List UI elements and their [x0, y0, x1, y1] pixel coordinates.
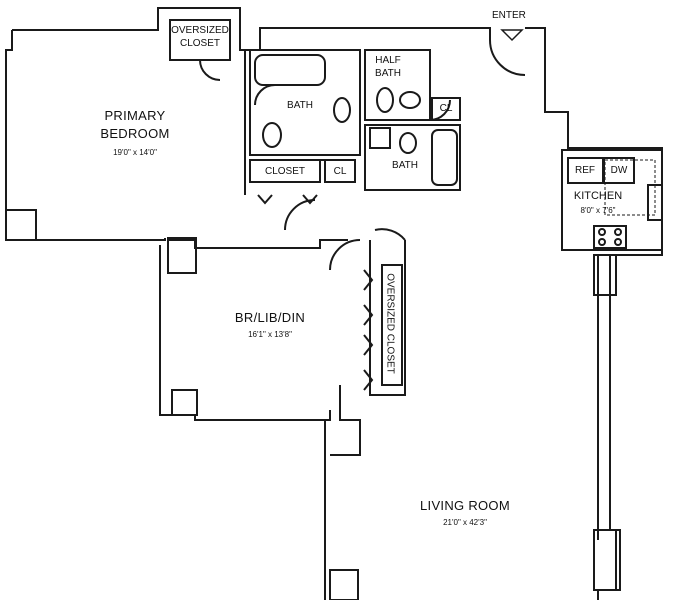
closet-hall-label: CLOSET — [264, 166, 305, 177]
primary-bedroom-label-line1: PRIMARY — [104, 108, 166, 123]
second-bath-box — [365, 125, 460, 190]
half-bath-label-line2: BATH — [375, 68, 401, 79]
kitchen-dims: 8'0" x 7'6" — [580, 206, 616, 215]
column — [168, 238, 196, 273]
kitchen-label: KITCHEN — [573, 190, 623, 202]
closet-door-icon — [303, 195, 317, 203]
half-bath-label-line1: HALF — [375, 55, 401, 66]
cl-half-bath-box — [432, 98, 460, 120]
cl-hall-label: CL — [333, 166, 347, 177]
entry-label: ENTER — [492, 10, 526, 21]
tub-icon — [255, 55, 325, 85]
dw-label: DW — [610, 165, 628, 176]
br-lib-din-dims: 16'1" x 13'8" — [248, 330, 292, 339]
second-bath-label: BATH — [392, 160, 418, 171]
outer-wall-top-left — [6, 30, 165, 240]
second-bath-tub-icon — [432, 130, 457, 185]
outer-wall-right — [598, 255, 620, 600]
column — [594, 255, 616, 295]
half-bath-sink-icon — [400, 92, 420, 108]
second-bath-sink-icon — [370, 128, 390, 148]
door-arc — [375, 229, 405, 240]
cl-hall-box — [325, 160, 355, 182]
half-bath-toilet-icon — [377, 88, 393, 112]
closet-door-icon — [364, 335, 372, 355]
br-lib-din-label: BR/LIB/DIN — [234, 310, 306, 325]
closet-hall-box — [250, 160, 320, 182]
door-arc — [200, 60, 220, 80]
column — [594, 530, 616, 590]
dw-box — [604, 158, 634, 183]
primary-bedroom-dims: 19'0" x 14'0" — [113, 148, 157, 157]
oversized-side-closet-label: OVERSIZED CLOSET — [384, 273, 396, 374]
cl-half-bath-label: CL — [439, 103, 453, 114]
oversized-top-closet-line1: OVERSIZED — [171, 25, 229, 36]
entry-arrow-icon — [502, 30, 522, 40]
column — [330, 570, 358, 600]
burner-icon — [599, 229, 605, 235]
burner-icon — [599, 239, 605, 245]
br-lib-din-bottom — [330, 385, 360, 455]
primary-bedroom-label-line2: BEDROOM — [100, 126, 170, 141]
door-arc — [255, 85, 275, 105]
half-bath-box — [365, 50, 430, 120]
primary-bath-box — [250, 50, 360, 155]
living-room-label: LIVING ROOM — [420, 498, 510, 513]
second-bath-toilet-icon — [400, 133, 416, 153]
dashed-counter — [605, 160, 655, 215]
burner-icon — [615, 229, 621, 235]
closet-door-icon — [258, 195, 272, 203]
primary-bath-label: BATH — [287, 100, 313, 111]
door-arc — [430, 100, 450, 120]
outer-wall-top — [12, 8, 490, 50]
stove-box — [594, 226, 626, 248]
closet-door-icon — [364, 305, 372, 325]
column — [6, 210, 36, 240]
door-arc — [330, 240, 360, 270]
br-lib-din-wall — [168, 240, 348, 248]
closet-door-icon — [364, 370, 372, 390]
door-arc — [285, 200, 315, 230]
oversized-top-closet-line2: CLOSET — [179, 38, 220, 49]
toilet-icon — [263, 123, 281, 147]
outer-wall-top-right — [525, 28, 662, 540]
oversized-side-closet — [382, 265, 402, 385]
entry-door-arc — [490, 40, 525, 75]
sink-icon — [334, 98, 350, 122]
ref-label: REF — [575, 165, 595, 176]
closet-door-icon — [364, 270, 372, 290]
column — [172, 390, 197, 415]
burner-icon — [615, 239, 621, 245]
living-room-dims: 21'0" x 42'3" — [443, 518, 487, 527]
